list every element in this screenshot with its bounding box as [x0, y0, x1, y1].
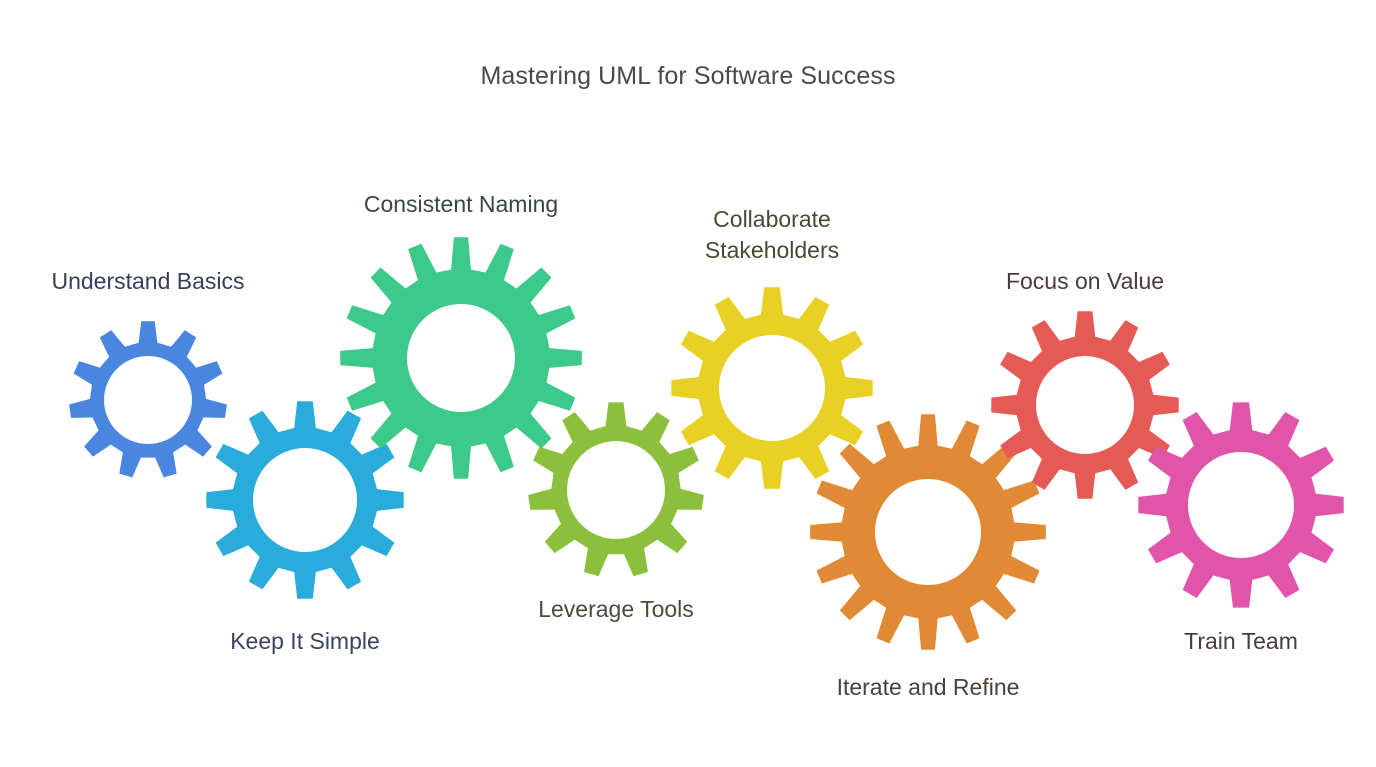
gear-label: Focus on Value — [1005, 268, 1165, 294]
gear-label: Consistent Naming — [363, 191, 559, 217]
gear-7 — [991, 311, 1179, 499]
gear-hub — [1188, 452, 1294, 558]
gear-2 — [206, 401, 404, 599]
gear-label: Understand Basics — [51, 268, 245, 294]
gear-hub — [253, 448, 357, 552]
gear-label: Collaborate Stakeholders — [704, 206, 840, 263]
gear-hub — [104, 356, 192, 444]
gear-hub — [407, 304, 515, 412]
gear-hub — [875, 479, 981, 585]
gear-hub — [719, 335, 825, 441]
gear-hub — [567, 441, 665, 539]
gear-label: Leverage Tools — [538, 596, 694, 622]
gear-3 — [340, 237, 582, 479]
gear-1 — [69, 321, 227, 478]
gear-4 — [528, 402, 704, 577]
gear-8 — [1138, 402, 1344, 608]
gear-label: Iterate and Refine — [836, 674, 1020, 700]
gear-5 — [671, 287, 873, 489]
gear-label: Train Team — [1184, 628, 1298, 654]
page-title: Mastering UML for Software Success — [480, 62, 896, 90]
gear-hub — [1036, 356, 1134, 454]
gear-6 — [810, 414, 1046, 650]
gear-label: Keep It Simple — [230, 628, 380, 654]
